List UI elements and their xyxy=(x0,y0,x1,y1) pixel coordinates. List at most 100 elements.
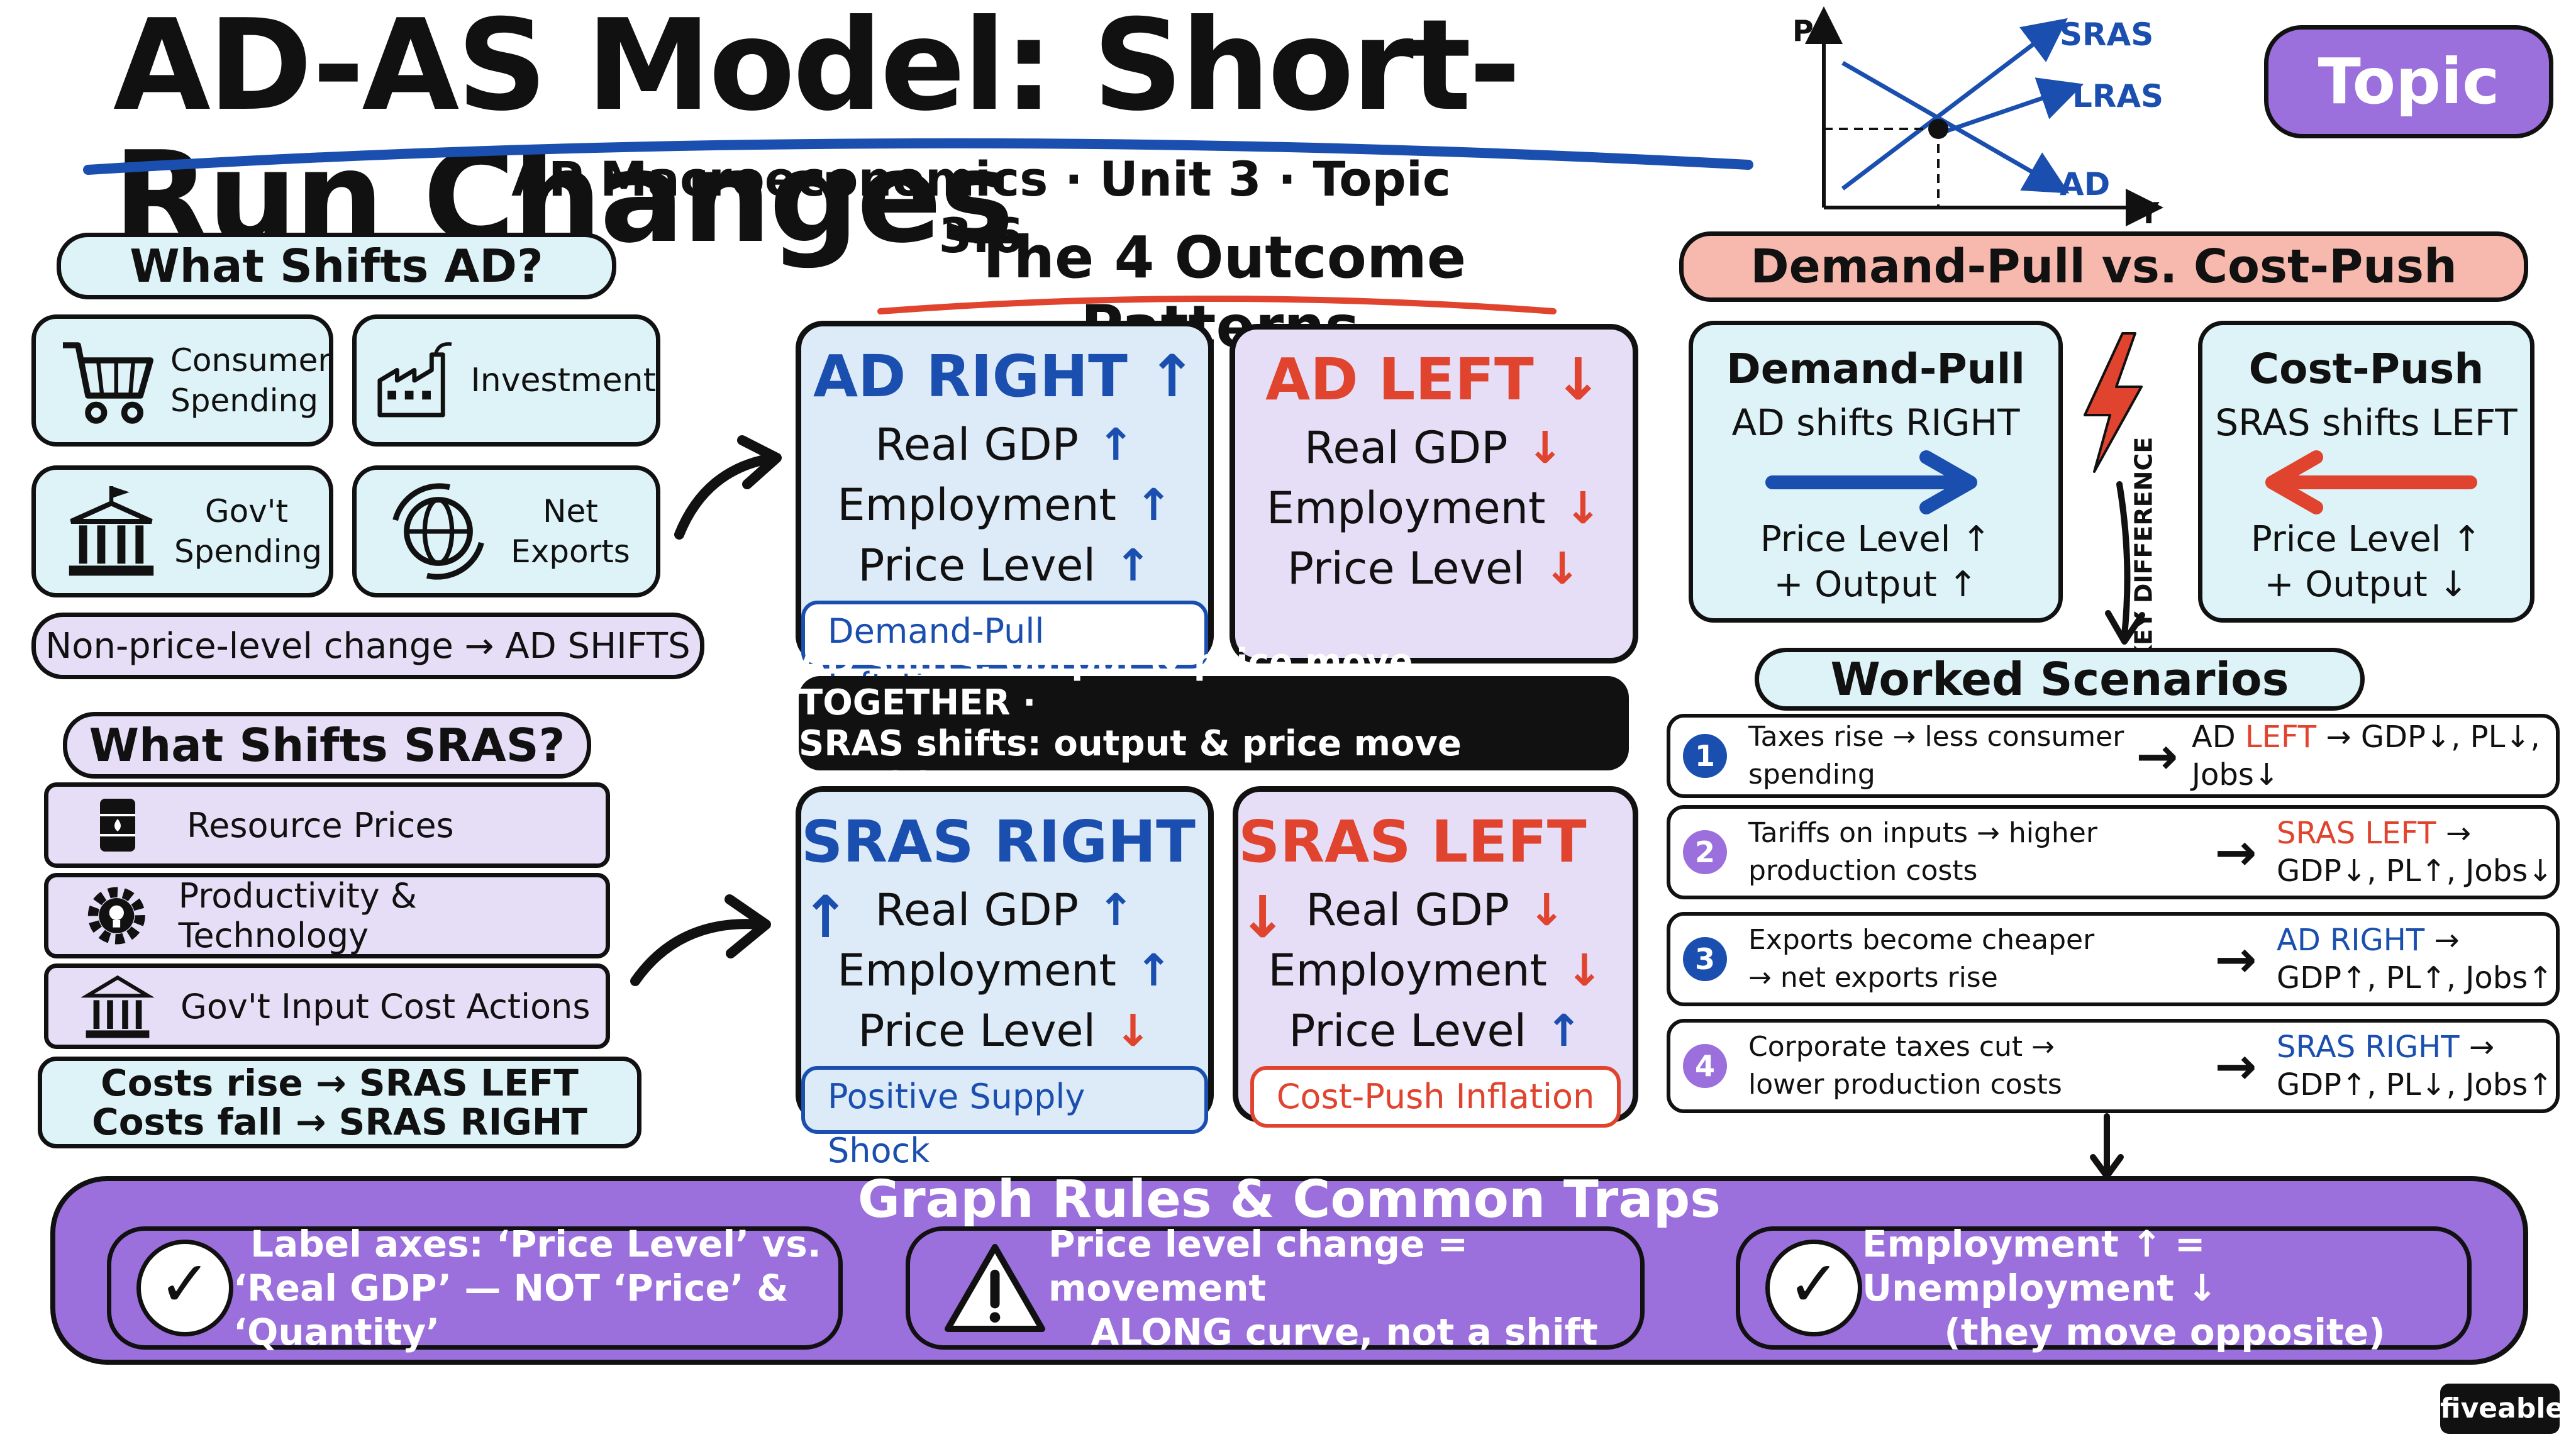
outcome-card-ad-right: AD RIGHT ↑ Real GDP↑ Employment↑ Price L… xyxy=(796,321,1214,705)
topic-badge: Topic 3.6 xyxy=(2264,25,2553,223)
right-arrow-icon: → xyxy=(2214,823,2257,882)
government-building-icon xyxy=(69,486,154,576)
outcome-row: Employment↓ xyxy=(1268,940,1602,1001)
scenario-result: AD LEFT → GDP↓, PL↓, Jobs↓ xyxy=(2192,718,2556,794)
sras-cost-note: Costs rise → SRAS LEFT Costs fall → SRAS… xyxy=(38,1057,641,1148)
outcome-title-text: AD LEFT xyxy=(1265,346,1534,413)
scenario-cause: Tariffs on inputs → higher production co… xyxy=(1748,817,2097,887)
scenario-result: AD RIGHT → GDP↑, PL↑, Jobs↑ xyxy=(2277,921,2553,997)
brand-logo: fiveable xyxy=(2440,1384,2564,1434)
row-label: Price Level xyxy=(1287,543,1525,594)
cost-push-card: Cost-Push SRAS shifts LEFT Price Level ↑… xyxy=(2198,321,2534,623)
demand-pull-title: Demand-Pull xyxy=(1726,345,2026,393)
up-arrow-icon: ↑ xyxy=(801,884,850,951)
scenario-row: 2 Tariffs on inputs → higher production … xyxy=(1667,805,2560,899)
shifts-sras-heading: What Shifts SRAS? xyxy=(63,712,591,779)
trap-text: Price level change = movement ALONG curv… xyxy=(1048,1222,1640,1354)
result-post: → GDP↓, PL↓, Jobs↓ xyxy=(2191,719,2540,792)
scenario-row: 3 Exports become cheaper → net exports r… xyxy=(1667,912,2560,1006)
outcomes-heading: The 4 Outcome Patterns xyxy=(974,224,1467,360)
cost-push-shift: SRAS shifts LEFT xyxy=(2215,401,2518,444)
row-label: Employment xyxy=(837,945,1116,996)
down-arrow-icon: ↓ xyxy=(1565,945,1603,996)
down-arrow-icon: ↓ xyxy=(1526,422,1564,474)
down-arrow-icon: ↓ xyxy=(1238,884,1287,951)
up-arrow-icon: ↑ xyxy=(1135,479,1172,531)
outcome-card-sras-right: SRAS RIGHT ↑ Real GDP↑ Employment↑ Price… xyxy=(796,786,1214,1170)
sras-item-govt-input: Gov't Input Cost Actions xyxy=(44,963,610,1049)
outcome-tag: Positive Supply Shock xyxy=(801,1066,1208,1170)
outcome-title: AD LEFT ↓ xyxy=(1265,342,1602,418)
outcome-row: Employment↑ xyxy=(837,940,1172,1001)
outcome-row: Price Level↓ xyxy=(1287,538,1580,599)
outcome-row: Employment ↑ xyxy=(837,475,1172,535)
outcome-title-text: AD RIGHT xyxy=(813,343,1128,410)
down-arrow-icon: ↓ xyxy=(1564,482,1602,534)
gear-bulb-icon xyxy=(87,887,145,945)
ad-item-net-exports: Net Exports xyxy=(352,465,660,597)
row-label: Real GDP xyxy=(875,419,1079,470)
trap-text: Employment ↑ = Unemployment ↓ (they move… xyxy=(1862,1222,2467,1354)
curved-arrow-sras xyxy=(630,894,771,986)
outcome-row: Real GDP↑ xyxy=(875,414,1134,475)
scenario-number: 1 xyxy=(1683,734,1727,778)
banner-line: SRAS shifts: output & price move OPPOSIT… xyxy=(799,723,1462,805)
row-label: Employment xyxy=(837,479,1116,531)
right-arrow-icon xyxy=(1765,450,1977,514)
up-arrow-icon: ↑ xyxy=(1114,540,1152,591)
result-post: → GDP↑, PL↑, Jobs↑ xyxy=(2277,923,2553,996)
cost-push-line: Price Level ↑ xyxy=(2251,519,2482,560)
row-label: Price Level xyxy=(858,540,1096,591)
graph-x-label: Y xyxy=(2138,196,2160,226)
trap-line: Price level change = movement xyxy=(1048,1223,1468,1309)
warning-icon xyxy=(945,1244,1045,1332)
sras-item-productivity: Productivity & Technology xyxy=(44,873,610,958)
trap-line: ALONG curve, not a shift xyxy=(1091,1311,1598,1353)
compare-heading: Demand-Pull vs. Cost-Push xyxy=(1679,231,2528,302)
outcome-row: Price Level ↑ xyxy=(858,535,1151,596)
sras-note-line: Costs fall → SRAS RIGHT xyxy=(92,1101,587,1143)
trap-card: ✓ Label axes: ‘Price Level’ vs. ‘Real GD… xyxy=(107,1223,843,1353)
row-label: Price Level xyxy=(1289,1005,1527,1057)
trap-line: ‘Real GDP’ — NOT ‘Price’ & ‘Quantity’ xyxy=(233,1267,789,1353)
outcome-title-text: SRAS LEFT xyxy=(1238,808,1587,875)
sras-item-label: Gov't Input Cost Actions xyxy=(180,986,591,1026)
scenario-cause: Taxes rise → less consumer spending xyxy=(1748,721,2124,791)
outcome-title-text: SRAS RIGHT xyxy=(801,808,1196,875)
left-arrow-icon xyxy=(2265,450,2477,514)
graph-y-label: P xyxy=(1792,14,1814,48)
graph-sras-label: SRAS xyxy=(2060,16,2153,53)
result-highlight: AD RIGHT xyxy=(2277,923,2425,958)
scenario-number: 2 xyxy=(1683,830,1727,874)
outcome-card-sras-left: SRAS LEFT ↓ Real GDP↓ Employment↓ Price … xyxy=(1233,786,1638,1128)
cost-push-title: Cost-Push xyxy=(2248,345,2484,393)
demand-pull-card: Demand-Pull AD shifts RIGHT Price Level … xyxy=(1689,321,2063,623)
lightning-icon xyxy=(2084,332,2143,473)
row-label: Price Level xyxy=(858,1005,1096,1057)
outcome-title: AD RIGHT ↑ xyxy=(813,339,1196,414)
trap-card: ✓ Employment ↑ = Unemployment ↓ (they mo… xyxy=(1736,1223,2472,1353)
ad-item-label: Consumer Spending xyxy=(170,342,331,419)
sras-item-resource-prices: Resource Prices xyxy=(44,782,610,868)
factory-icon xyxy=(377,342,452,418)
page-subtitle: AP Macroeconomics · Unit 3 · Topic 3.6 xyxy=(511,151,1451,264)
sras-note-line: Costs rise → SRAS LEFT xyxy=(101,1062,579,1104)
result-highlight: LEFT xyxy=(2245,719,2317,755)
outcome-row: Employment↓ xyxy=(1267,478,1601,538)
up-arrow-icon: ↑ xyxy=(1147,343,1197,410)
down-arrow-icon xyxy=(2105,481,2145,645)
outcome-row: Real GDP↑ xyxy=(875,880,1134,940)
result-post: → GDP↓, PL↑, Jobs↓ xyxy=(2277,816,2553,889)
right-arrow-icon: → xyxy=(2136,726,2179,786)
right-arrow-icon: → xyxy=(2214,930,2257,989)
traps-heading: Graph Rules & Common Traps xyxy=(857,1170,1721,1230)
government-building-icon xyxy=(80,975,155,1038)
scenario-row: 1 Taxes rise → less consumer spending → … xyxy=(1667,714,2560,798)
up-arrow-icon: ↑ xyxy=(1545,1005,1582,1057)
right-arrow-icon: → xyxy=(2214,1036,2257,1096)
ad-item-label: Investment xyxy=(470,362,656,399)
down-arrow-icon: ↓ xyxy=(1528,884,1565,936)
shifts-ad-heading: What Shifts AD? xyxy=(57,233,616,299)
outcomes-underline xyxy=(877,296,1557,314)
globe-icon xyxy=(392,483,484,580)
